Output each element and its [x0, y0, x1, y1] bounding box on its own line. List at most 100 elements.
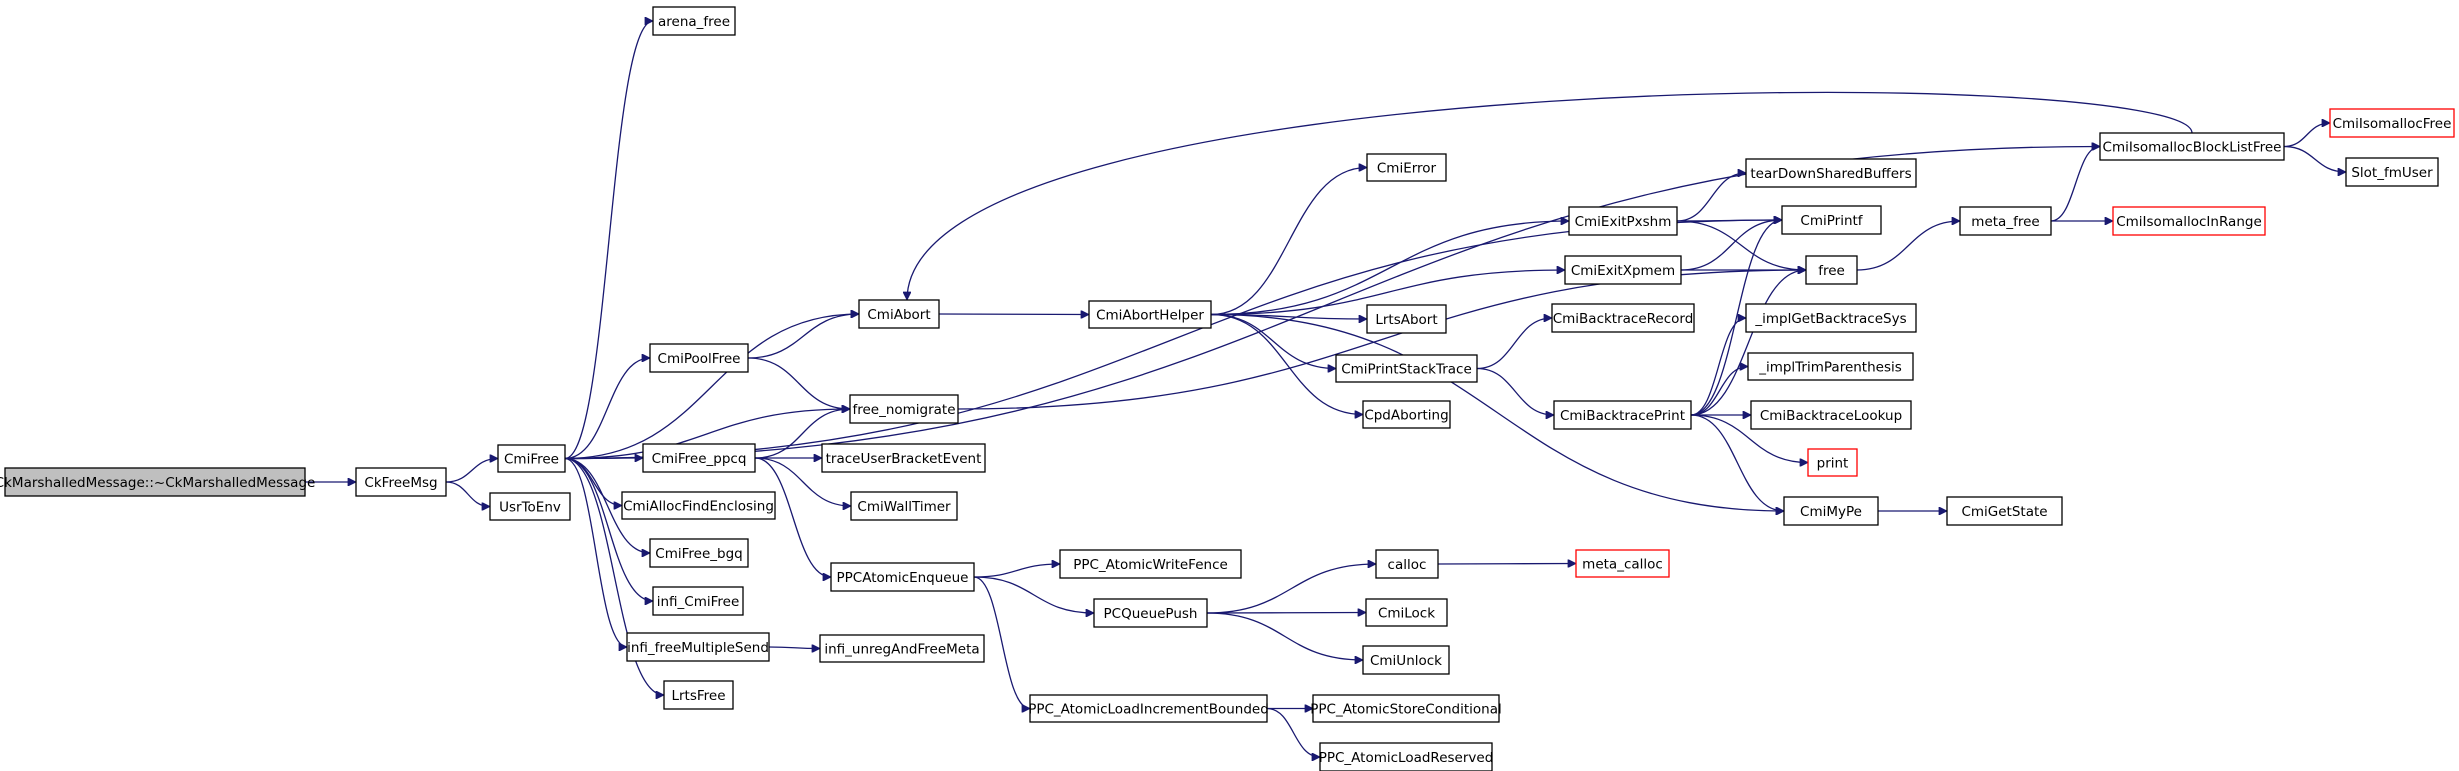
node-ppc_atomicwritefence[interactable]: PPC_AtomicWriteFence	[1059, 549, 1242, 579]
node-box-cmigetstate[interactable]	[1946, 496, 2063, 526]
node-box-slot_fmuser[interactable]	[2345, 157, 2439, 187]
node-box-ppc_atomicstoreconditional[interactable]	[1312, 694, 1500, 723]
node-box-arena_free[interactable]	[652, 6, 736, 36]
node-box-cmiprintf[interactable]	[1781, 205, 1882, 235]
node-box-cmiexitpxshm[interactable]	[1568, 206, 1678, 236]
node-box-lrtsfree[interactable]	[663, 680, 734, 710]
node-ppcatomicenqueue[interactable]: PPCAtomicEnqueue	[830, 562, 975, 592]
node-cmiabort[interactable]: CmiAbort	[858, 299, 940, 329]
node-slot_fmuser[interactable]: Slot_fmUser	[2345, 157, 2439, 187]
node-ppc_atomicloadincrementbounded[interactable]: PPC_AtomicLoadIncrementBounded	[1028, 694, 1269, 723]
node-box-traceuserbracketevent[interactable]	[821, 443, 986, 473]
node-usrtoenv[interactable]: UsrToEnv	[489, 492, 571, 521]
node-box-meta_calloc[interactable]	[1575, 549, 1670, 578]
node-infi_cmifree[interactable]: infi_CmiFree	[652, 586, 744, 616]
node-cmifree[interactable]: CmiFree	[497, 444, 566, 473]
node-box-_implgetbacktracesys[interactable]	[1745, 303, 1917, 333]
node-box-meta_free[interactable]	[1959, 206, 2052, 236]
node-box-ppc_atomicloadreserved[interactable]	[1319, 742, 1493, 771]
node-ckfreemsg[interactable]: CkFreeMsg	[355, 467, 447, 497]
node-box-cmiaborthelper[interactable]	[1088, 300, 1212, 329]
node-box-cmiwalltimer[interactable]	[850, 491, 958, 521]
node-meta_calloc[interactable]: meta_calloc	[1575, 549, 1670, 578]
node-box-_impltrimparenthesis[interactable]	[1747, 352, 1914, 381]
node-cmiunlock[interactable]: CmiUnlock	[1362, 645, 1450, 675]
node-box-free_nomigrate[interactable]	[849, 394, 959, 424]
node-cmibacktraceprint[interactable]: CmiBacktracePrint	[1553, 400, 1692, 430]
node-cmiaborthelper[interactable]: CmiAbortHelper	[1088, 300, 1212, 329]
node-cmierror[interactable]: CmiError	[1366, 153, 1447, 182]
node-cmiexitpxshm[interactable]: CmiExitPxshm	[1568, 206, 1678, 236]
node-box-cmipoolfree[interactable]	[649, 343, 749, 373]
node-cmiprintstacktrace[interactable]: CmiPrintStackTrace	[1335, 354, 1478, 383]
node-arena_free[interactable]: arena_free	[652, 6, 736, 36]
node-lrtsfree[interactable]: LrtsFree	[663, 680, 734, 710]
node-box-ppcatomicenqueue[interactable]	[830, 562, 975, 592]
node-cmigetstate[interactable]: CmiGetState	[1946, 496, 2063, 526]
node-box-cmilock[interactable]	[1365, 598, 1448, 627]
node-box-usrtoenv[interactable]	[489, 492, 571, 521]
node-free[interactable]: free	[1805, 255, 1858, 285]
node-box-ckfreemsg[interactable]	[355, 467, 447, 497]
node-traceuserbracketevent[interactable]: traceUserBracketEvent	[821, 443, 986, 473]
node-meta_free[interactable]: meta_free	[1959, 206, 2052, 236]
node-box-infi_cmifree[interactable]	[652, 586, 744, 616]
node-box-infi_freemultiplesend[interactable]	[626, 632, 770, 662]
node-box-teardownsharedbuffers[interactable]	[1745, 158, 1917, 188]
node-box-cmiprintstacktrace[interactable]	[1335, 354, 1478, 383]
node-cmibacktracelookup[interactable]: CmiBacktraceLookup	[1750, 400, 1912, 430]
node-free_nomigrate[interactable]: free_nomigrate	[849, 394, 959, 424]
node-box-cmifree_ppcq[interactable]	[642, 443, 756, 473]
node-cmimype[interactable]: CmiMyPe	[1783, 496, 1879, 526]
node-cmifree_bgq[interactable]: CmiFree_bgq	[649, 538, 749, 568]
node-cmiexitxpmem[interactable]: CmiExitXpmem	[1564, 255, 1682, 285]
node-box-cmiisomallocinrange[interactable]	[2112, 206, 2266, 236]
node-cmiisomallocfree[interactable]: CmiIsomallocFree	[2329, 108, 2455, 138]
node-_impltrimparenthesis[interactable]: _implTrimParenthesis	[1747, 352, 1914, 381]
node-box-print[interactable]	[1807, 448, 1858, 477]
node-calloc[interactable]: calloc	[1375, 549, 1439, 579]
node-box-cmiisomallocfree[interactable]	[2329, 108, 2455, 138]
node-box-cmifree_bgq[interactable]	[649, 538, 749, 568]
node-cmiwalltimer[interactable]: CmiWallTimer	[850, 491, 958, 521]
node-cpdaborting[interactable]: CpdAborting	[1362, 400, 1451, 429]
node-box-pcqueuepush[interactable]	[1093, 598, 1208, 628]
node-box-lrtsabort[interactable]	[1366, 304, 1447, 334]
node-box-ppc_atomicloadincrementbounded[interactable]	[1029, 694, 1268, 723]
node-cmilock[interactable]: CmiLock	[1365, 598, 1448, 627]
node-box-ppc_atomicwritefence[interactable]	[1059, 549, 1242, 579]
node-root[interactable]: CkMarshalledMessage::~CkMarshalledMessag…	[0, 467, 315, 497]
node-ppc_atomicstoreconditional[interactable]: PPC_AtomicStoreConditional	[1310, 694, 1502, 723]
node-box-cmiabort[interactable]	[858, 299, 940, 329]
node-box-free[interactable]	[1805, 255, 1858, 285]
node-box-cpdaborting[interactable]	[1362, 400, 1451, 429]
node-cmiallocfindenclosing[interactable]: CmiAllocFindEnclosing	[621, 491, 776, 520]
node-cmiisomallocblocklistfree[interactable]: CmiIsomallocBlockListFree	[2099, 132, 2285, 161]
node-infi_freemultiplesend[interactable]: infi_freeMultipleSend	[626, 632, 770, 662]
node-box-cmiallocfindenclosing[interactable]	[621, 491, 776, 520]
node-teardownsharedbuffers[interactable]: tearDownSharedBuffers	[1745, 158, 1917, 188]
node-ppc_atomicloadreserved[interactable]: PPC_AtomicLoadReserved	[1319, 742, 1494, 771]
node-box-root[interactable]	[4, 467, 306, 497]
node-cmipoolfree[interactable]: CmiPoolFree	[649, 343, 749, 373]
node-lrtsabort[interactable]: LrtsAbort	[1366, 304, 1447, 334]
node-cmiisomallocinrange[interactable]: CmiIsomallocInRange	[2112, 206, 2266, 236]
node-box-calloc[interactable]	[1375, 549, 1439, 579]
node-box-cmiisomallocblocklistfree[interactable]	[2099, 132, 2285, 161]
node-box-cmiunlock[interactable]	[1362, 645, 1450, 675]
node-box-cmibacktracelookup[interactable]	[1750, 400, 1912, 430]
node-infi_unregandfreemeta[interactable]: infi_unregAndFreeMeta	[819, 634, 985, 663]
node-box-infi_unregandfreemeta[interactable]	[819, 634, 985, 663]
node-box-cmibacktraceprint[interactable]	[1553, 400, 1692, 430]
node-cmiprintf[interactable]: CmiPrintf	[1781, 205, 1882, 235]
node-_implgetbacktracesys[interactable]: _implGetBacktraceSys	[1745, 303, 1917, 333]
node-box-cmibacktracerecord[interactable]	[1551, 303, 1695, 333]
node-box-cmierror[interactable]	[1366, 153, 1447, 182]
node-box-cmimype[interactable]	[1783, 496, 1879, 526]
node-pcqueuepush[interactable]: PCQueuePush	[1093, 598, 1208, 628]
node-cmibacktracerecord[interactable]: CmiBacktraceRecord	[1551, 303, 1695, 333]
node-cmifree_ppcq[interactable]: CmiFree_ppcq	[642, 443, 756, 473]
node-box-cmiexitxpmem[interactable]	[1564, 255, 1682, 285]
node-print[interactable]: print	[1807, 448, 1858, 477]
node-box-cmifree[interactable]	[497, 444, 566, 473]
